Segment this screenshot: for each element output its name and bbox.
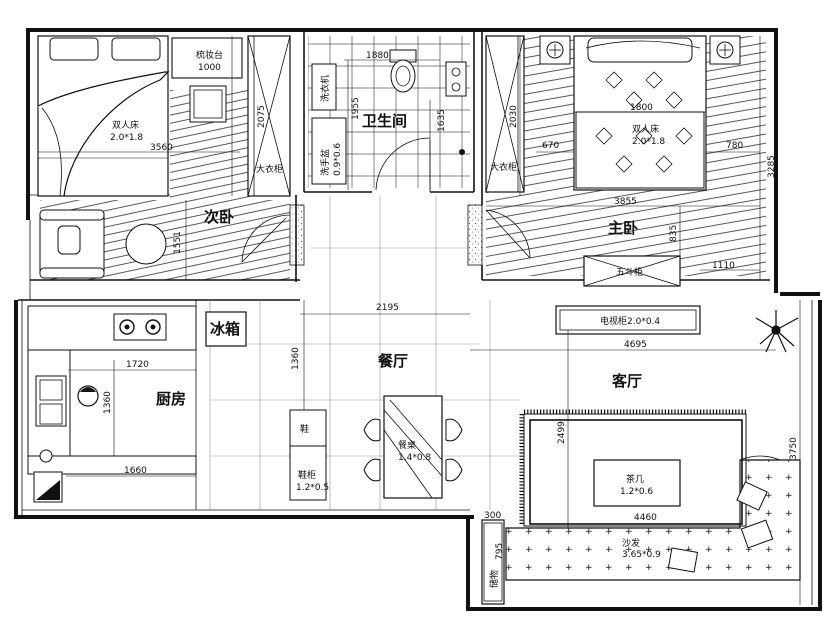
- dim-1360b: 1360: [103, 391, 113, 414]
- tv-cabinet-label: 电视柜2.0*0.4: [600, 315, 660, 327]
- dim-670: 670: [542, 141, 559, 151]
- room-dining: 餐厅: [378, 352, 408, 370]
- coffee-table-name: 茶几: [626, 473, 644, 485]
- vanity-size: 1000: [198, 63, 221, 73]
- bathroom: 洗衣机 洗手盆 0.9*0.6 卫生间: [303, 32, 475, 193]
- side-cabinet: 储物: [481, 519, 505, 605]
- dim-1800: 1800: [630, 103, 653, 113]
- nightstands: [539, 35, 741, 65]
- dim-1635: 1635: [437, 109, 447, 132]
- dim-4695: 4695: [624, 340, 647, 350]
- bed-right-size: 2.0*1.8: [632, 137, 665, 147]
- dining-table-size: 1.4*0.8: [398, 453, 431, 463]
- chest-label: 五斗柜: [616, 266, 643, 278]
- washer-label: 洗衣机: [319, 75, 331, 102]
- dim-1880: 1880: [366, 51, 389, 61]
- dim-1660: 1660: [124, 466, 147, 476]
- dim-3750: 3750: [789, 437, 799, 460]
- dim-300: 300: [484, 511, 501, 521]
- dim-1551: 1551: [173, 231, 183, 254]
- dining-table-name: 餐桌: [398, 439, 416, 451]
- dim-795: 795: [495, 543, 505, 560]
- coffee-table: 茶几 1.2*0.6: [593, 459, 681, 507]
- wardrobe-left-label: 大衣柜: [256, 163, 283, 175]
- room-secondary-bedroom: 次卧: [204, 208, 234, 226]
- bed-left-name: 双人床: [112, 119, 139, 131]
- double-bed-right: 双人床 2.0*1.8: [573, 35, 707, 191]
- shoe-cabinet-name: 鞋柜: [298, 469, 316, 481]
- sofa-size: 3.65*0.9: [622, 550, 661, 560]
- dim-1720: 1720: [126, 360, 149, 370]
- fridge: 冰箱: [205, 311, 247, 347]
- dim-1360a: 1360: [291, 347, 301, 370]
- side-cabinet-label: 储物: [488, 570, 500, 588]
- dim-2030: 2030: [509, 105, 519, 128]
- armchair: [39, 209, 167, 279]
- dim-2075: 2075: [257, 105, 267, 128]
- sofa-name: 沙发: [622, 537, 640, 549]
- dimension-labels: 3560 2075 1880 1955 1635 2030 1800 670 7…: [103, 51, 799, 560]
- wardrobe-left: 大衣柜: [247, 35, 291, 197]
- dimension-lines: [38, 36, 801, 605]
- room-bathroom: 卫生间: [362, 112, 407, 130]
- shoe-cabinets: 鞋 鞋柜 1.2*0.5: [289, 409, 329, 501]
- outer-walls: [14, 28, 822, 611]
- small-cabinet-label: 鞋: [300, 423, 309, 435]
- chest-of-drawers: 五斗柜: [583, 255, 681, 287]
- room-master-bedroom: 主卧: [608, 219, 638, 237]
- dim-2195: 2195: [376, 303, 399, 313]
- tv-cabinet: 电视柜2.0*0.4: [555, 305, 701, 335]
- bed-left-size: 2.0*1.8: [110, 133, 143, 143]
- coffee-table-size: 1.2*0.6: [620, 487, 653, 497]
- dim-3560: 3560: [150, 143, 173, 153]
- dim-3285: 3285: [767, 155, 777, 178]
- wardrobe-right-label: 大衣柜: [490, 161, 517, 173]
- secondary-bedroom-door: [241, 214, 291, 263]
- dim-2499: 2499: [557, 421, 567, 444]
- dim-1110: 1110: [712, 261, 735, 271]
- sofa: 沙发 3.65*0.9: [505, 455, 801, 581]
- dim-835: 835: [669, 225, 679, 242]
- dining-table: 餐桌 1.4*0.8: [363, 395, 463, 499]
- dim-780: 780: [726, 141, 743, 151]
- bed-right-name: 双人床: [632, 123, 659, 135]
- vanity: 梳妆台 1000: [171, 37, 243, 123]
- room-kitchen: 厨房: [156, 390, 186, 408]
- room-living: 客厅: [611, 372, 642, 390]
- master-bedroom-door: [485, 209, 531, 259]
- washbasin-size: 0.9*0.6: [333, 143, 343, 176]
- dim-4460: 4460: [634, 513, 657, 523]
- shoe-cabinet-size: 1.2*0.5: [296, 483, 329, 493]
- fridge-label: 冰箱: [210, 320, 240, 338]
- dim-3855: 3855: [614, 197, 637, 207]
- double-bed-left: 双人床 2.0*1.8: [37, 35, 170, 197]
- washbasin-label: 洗手盆: [319, 149, 331, 176]
- dim-1955: 1955: [351, 97, 361, 120]
- vanity-name: 梳妆台: [196, 49, 223, 61]
- dining-grid: [209, 196, 520, 510]
- kitchen: 厨房: [27, 300, 197, 510]
- plant-icon: [755, 310, 799, 353]
- wardrobe-right: 大衣柜: [485, 35, 525, 193]
